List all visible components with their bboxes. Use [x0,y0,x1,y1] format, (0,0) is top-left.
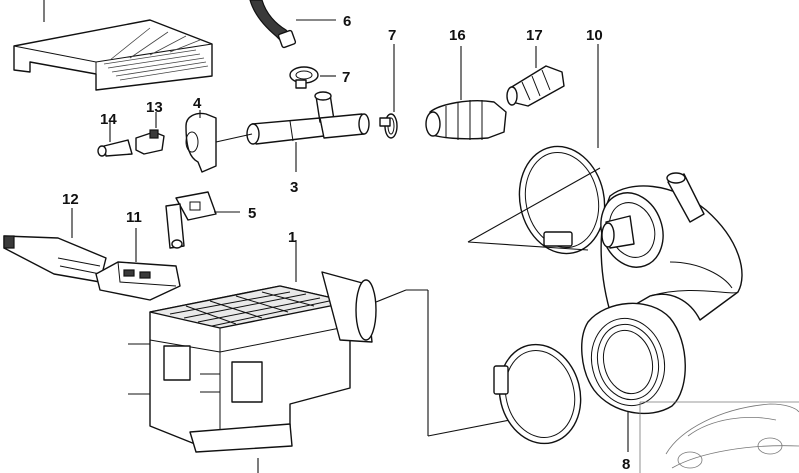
callout-8: 8 [622,456,630,473]
callout-6: 6 [343,13,351,30]
rubber-grommet [185,110,253,173]
air-flow-meter [128,240,377,473]
mounting-bracket [165,191,240,249]
callout-5: 5 [248,205,256,222]
callout-14: 14 [100,111,117,128]
t-connector [246,91,370,172]
callout-11: 11 [126,209,142,226]
large-hose-clamp [467,44,606,255]
small-bellows [506,46,565,107]
callout-4: 4 [193,95,202,112]
callout-7-upper: 7 [342,69,350,86]
callout-3: 3 [290,179,298,196]
bellows-boot [425,46,507,140]
vacuum-hose [249,0,336,49]
callout-12: 12 [62,191,79,208]
hose-clamp-lower [379,44,398,139]
wiring-plug [95,228,181,301]
callout-16: 16 [449,27,466,44]
callout-7-lower: 7 [388,27,396,44]
callout-1: 1 [288,229,296,246]
callouts: 1 3 4 5 6 7 7 8 10 11 12 13 14 16 17 [62,13,630,473]
vacuum-plug [97,118,133,157]
intake-boot [581,172,743,452]
lower-hose-clamp [493,343,582,445]
air-filter-cover [13,0,213,91]
connection-lines [375,289,521,437]
callout-13: 13 [146,99,163,116]
callout-10: 10 [586,27,603,44]
rubber-boot [3,208,107,283]
car-silhouette-inset [639,401,799,473]
hose-clamp-upper [289,66,336,89]
connector-clip [135,112,165,155]
callout-17: 17 [526,27,543,44]
